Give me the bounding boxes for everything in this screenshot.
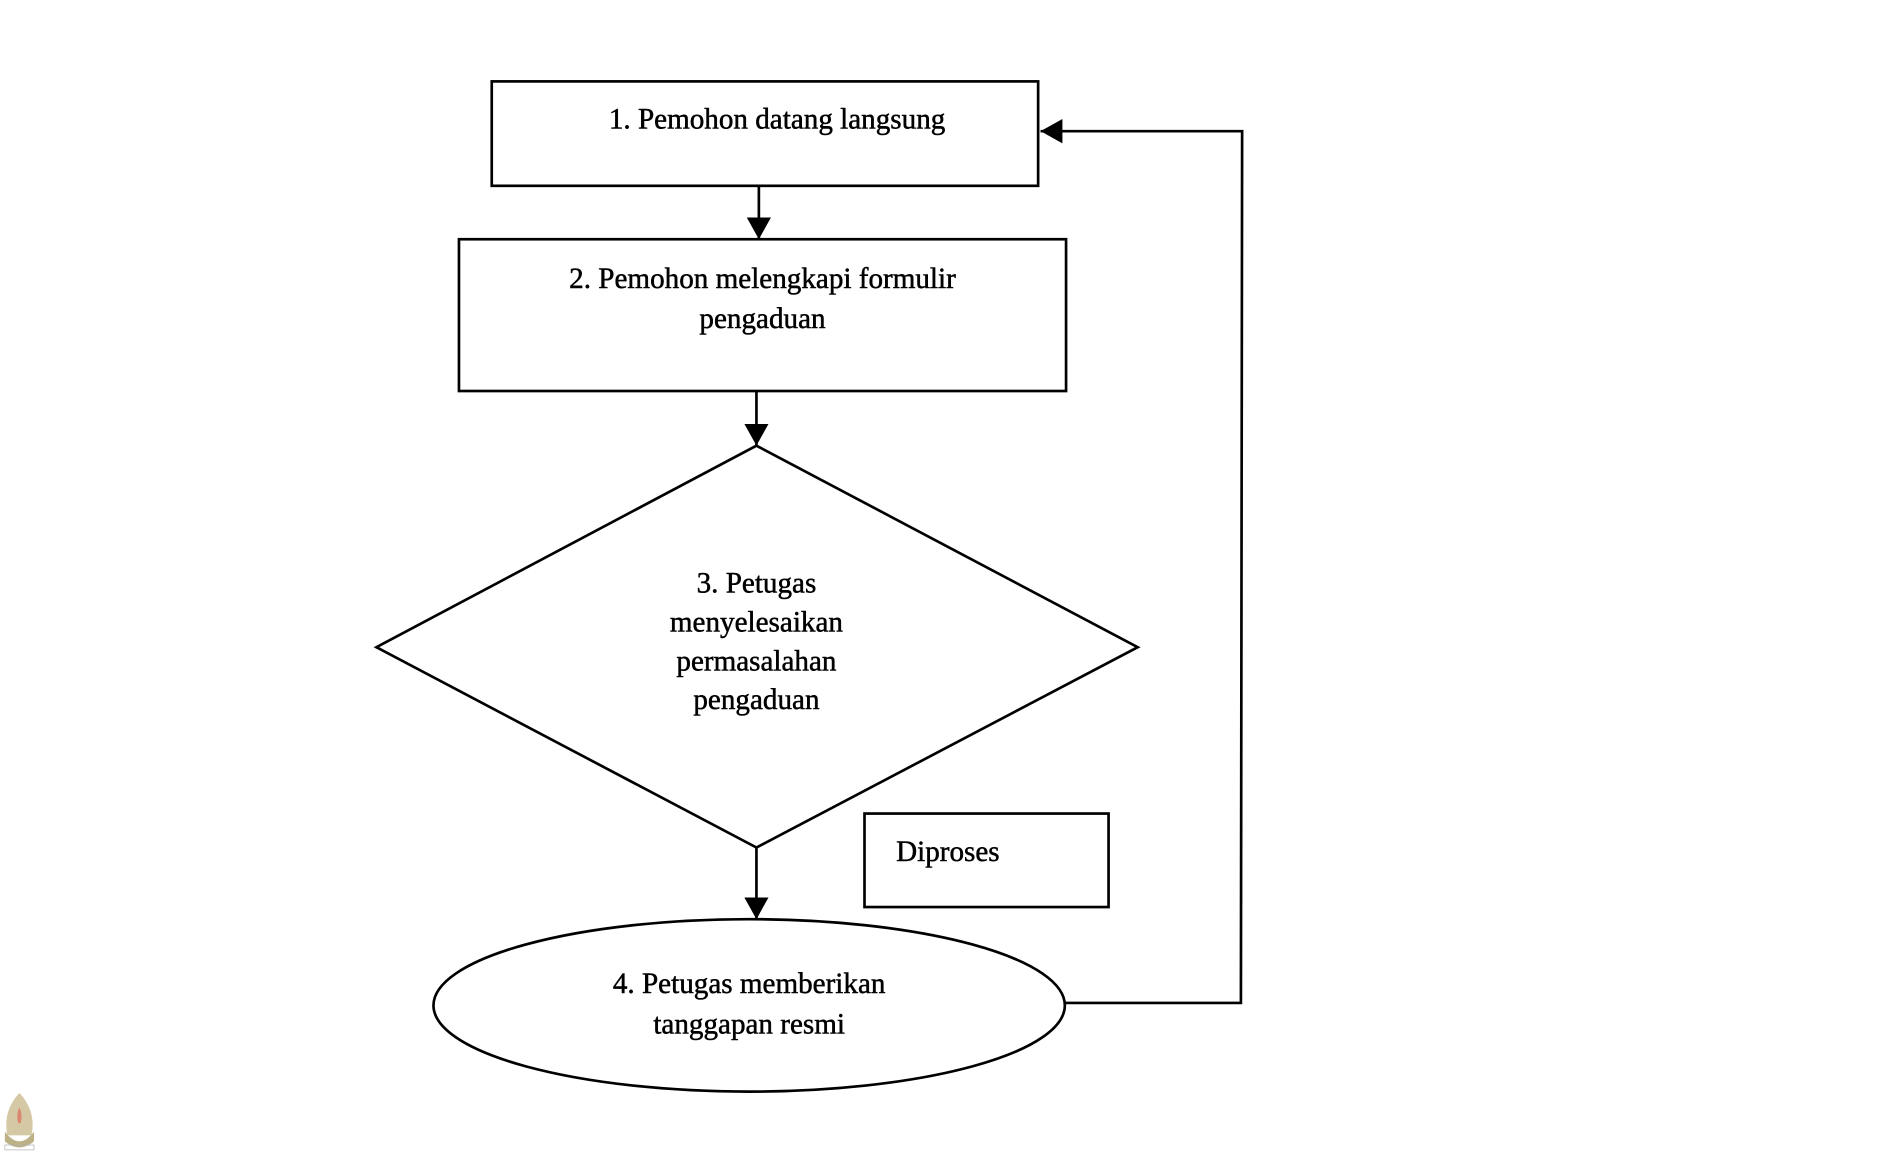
step4-terminal: 4. Petugas memberikan tanggapan resmi: [432, 917, 1067, 1093]
step1-text: 1. Pemohon datang langsung: [609, 104, 946, 136]
step2-text-line2: pengaduan: [699, 303, 826, 335]
university-emblem-logo: [4, 1092, 35, 1151]
step3-decision: 3. Petugas menyelesaikan permasalahan pe…: [373, 444, 1141, 850]
diproses-text: Diproses: [896, 836, 1000, 868]
diproses-label-box: Diproses: [863, 812, 1110, 909]
step3-text-line2: menyelesaikan: [670, 606, 843, 638]
step2-box: 2. Pemohon melengkapi formulir pengaduan: [457, 237, 1068, 393]
step3-text-line3: permasalahan: [676, 645, 837, 677]
step3-text-line4: pengaduan: [693, 684, 820, 716]
step4-text-line2: tanggapan resmi: [653, 1008, 845, 1040]
step4-text-line1: 4. Petugas memberikan: [613, 968, 886, 1000]
step1-box: 1. Pemohon datang langsung: [490, 80, 1040, 188]
step2-text-line1: 2. Pemohon melengkapi formulir: [569, 263, 956, 295]
step3-text-line1: 3. Petugas: [697, 568, 817, 600]
feedback-arrow-4-1: [1040, 119, 1244, 1005]
